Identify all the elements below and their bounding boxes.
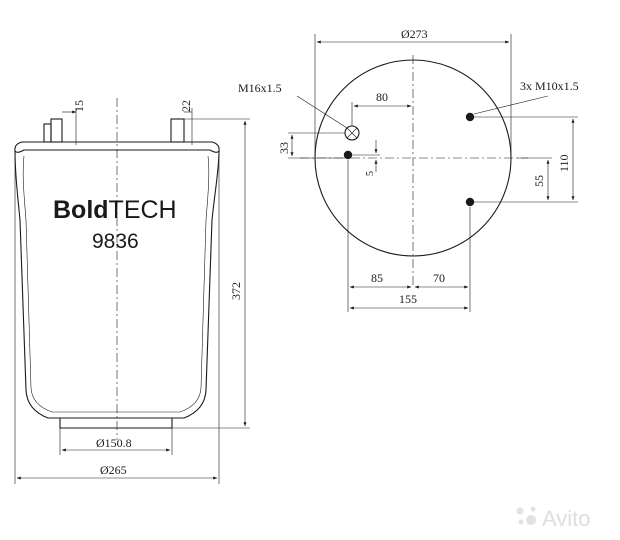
air-fitting-hole xyxy=(344,125,360,141)
air-fitting-leader xyxy=(296,95,348,129)
svg-text:70: 70 xyxy=(433,271,445,285)
studs-label: 3x M10x1.5 xyxy=(520,79,579,93)
model-number: 9836 xyxy=(92,230,139,253)
dim-155: 155 xyxy=(349,292,469,310)
dim-80: 80 xyxy=(351,90,412,126)
dim-110: 110 xyxy=(474,116,578,203)
avito-dots-icon xyxy=(516,506,536,525)
dim-plate-diameter: Ø273 xyxy=(314,27,512,158)
svg-text:Ø150.8: Ø150.8 xyxy=(96,436,132,450)
stud-hole-top-right xyxy=(465,112,475,122)
watermark: Avito xyxy=(516,506,591,531)
studs-leader xyxy=(473,95,549,115)
dim-stud-right: 22 xyxy=(179,100,193,145)
stud-hole-left xyxy=(343,150,353,160)
svg-text:Ø265: Ø265 xyxy=(100,463,127,477)
svg-text:Ø273: Ø273 xyxy=(401,27,428,41)
stud-hole-bottom-right xyxy=(465,197,475,207)
bellows-outer xyxy=(14,150,220,419)
dim-85-70: 85 70 xyxy=(347,160,471,312)
dim-5: 5 xyxy=(352,140,380,176)
svg-text:372: 372 xyxy=(229,282,243,300)
dim-55: 55 xyxy=(517,157,552,201)
air-fitting-label: M16x1.5 xyxy=(238,81,282,95)
dim-33: 33 xyxy=(277,132,345,159)
top-plate xyxy=(14,141,220,153)
svg-text:80: 80 xyxy=(376,90,388,104)
svg-text:33: 33 xyxy=(277,142,291,154)
piston-base xyxy=(59,418,173,429)
dim-stud-left: 15 xyxy=(62,100,86,145)
dim-bottom-diameter: Ø150.8 xyxy=(59,428,173,455)
brand-logo: BoldTECH xyxy=(53,196,177,224)
svg-text:155: 155 xyxy=(399,292,417,306)
svg-text:15: 15 xyxy=(72,100,86,112)
side-view: 15 22 372 Ø150.8 Ø265 Bold xyxy=(14,98,250,484)
svg-text:22: 22 xyxy=(179,100,193,112)
svg-text:85: 85 xyxy=(371,271,383,285)
dim-height: 372 xyxy=(172,118,250,429)
stud-left xyxy=(43,118,63,143)
svg-text:5: 5 xyxy=(365,171,376,176)
bellows-inner xyxy=(22,155,210,413)
top-view: Ø273 M16x1.5 3x M10x1.5 80 33 xyxy=(238,27,579,312)
watermark-text: Avito xyxy=(542,506,591,531)
svg-text:110: 110 xyxy=(557,154,571,172)
dim-outer-diameter: Ø265 xyxy=(14,151,220,484)
stud-right xyxy=(170,118,185,143)
svg-text:55: 55 xyxy=(532,175,546,187)
